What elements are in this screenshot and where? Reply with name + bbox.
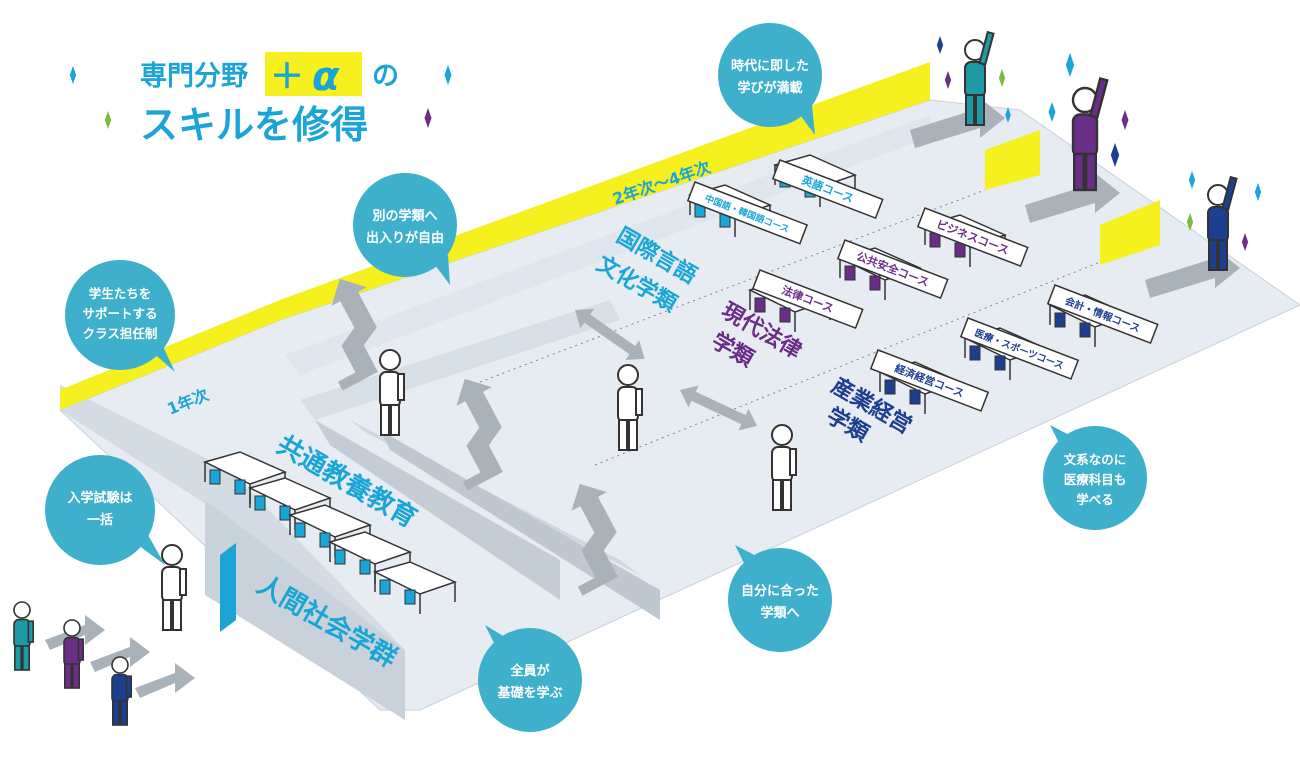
person-figure (1207, 175, 1238, 271)
headline-line1-suffix: の (372, 61, 399, 92)
double-arrow-1 (575, 308, 645, 360)
headline-line2: スキルを修得 (140, 103, 368, 147)
bubble-basics-line1: 全員が (509, 663, 549, 679)
sparkle-icon (1121, 110, 1129, 130)
bubble-medical-line1: 文系なのに (1064, 452, 1127, 467)
entry-arrow-3 (135, 663, 195, 698)
bubble-homeroom: 学生たちを サポートする クラス担任制 (65, 260, 175, 372)
speech-bubbles: 学生たちを サポートする クラス担任制 入学試験は 一括 全員が 基礎を学ぶ 別… (45, 23, 1147, 732)
bubble-entrance: 入学試験は 一括 (45, 455, 165, 565)
desk (287, 504, 373, 557)
bubble-medical: 文系なのに 医療科目も 学べる (1043, 425, 1147, 530)
step-riser-3 (380, 430, 660, 620)
sparkle-icon (998, 69, 1006, 87)
sparkle-icon (1188, 171, 1196, 189)
bubble-homeroom-line2: サポートする (82, 306, 157, 321)
sparkles (69, 36, 1262, 251)
sparkle-icon (424, 108, 432, 128)
yellow-wall-year1 (60, 300, 280, 410)
headline: 専門分野 ＋ α の スキルを修得 (140, 52, 399, 147)
step-riser-1 (315, 420, 560, 600)
bubble-basics-line2: 基礎を学ぶ (496, 685, 562, 701)
person-figure (1071, 77, 1109, 192)
door (220, 543, 236, 632)
step-arrow-3 (571, 483, 618, 596)
sparkle-icon (936, 36, 944, 54)
sparkle-icon (1241, 233, 1249, 251)
person-figure (617, 364, 643, 451)
yellow-block-1 (985, 130, 1040, 190)
desk (372, 561, 458, 614)
front-wall-face (205, 500, 405, 720)
divider-2 (594, 261, 1101, 466)
sparkle-icon (1186, 213, 1194, 231)
bubble-entrance-line1: 入学試験は (67, 490, 132, 506)
divider-1 (479, 189, 986, 383)
bubble-entrance-line2: 一括 (87, 512, 113, 528)
bubble-suitable: 自分に合った 学類へ (728, 545, 832, 652)
headline-highlight (265, 52, 362, 96)
double-arrow-2 (680, 385, 758, 431)
person-figure (161, 544, 187, 631)
sparkle-icon (1048, 102, 1056, 122)
headline-alpha: α (312, 54, 340, 100)
bubble-timely-line1: 時代に即した (731, 58, 809, 74)
sparkle-icon (1005, 107, 1011, 123)
bubble-medical-line3: 学べる (1076, 492, 1114, 507)
bubble-basics: 全員が 基礎を学ぶ (478, 625, 582, 732)
headline-line1-prefix: 専門分野 (140, 61, 248, 92)
headline-plus: ＋ (270, 57, 304, 97)
bubble-homeroom-line3: クラス担任制 (83, 326, 158, 341)
sparkle-icon (1110, 143, 1120, 167)
yellow-block-2 (1100, 200, 1160, 265)
bubble-free-move-line1: 別の学類へ (371, 208, 437, 224)
bubble-medical-line2: 医療科目も (1064, 472, 1127, 487)
sparkle-icon (69, 66, 77, 84)
bubble-free-move: 別の学類へ 出入りが自由 (353, 173, 457, 285)
bubble-suitable-line1: 自分に合った (741, 583, 819, 599)
person-figure (771, 424, 797, 511)
sparkle-icon (104, 111, 112, 129)
person-figure (964, 30, 995, 126)
entry-arrow-2 (90, 637, 150, 672)
sparkle-icon (1065, 53, 1075, 77)
bubble-timely-line2: 学びが満載 (737, 80, 802, 96)
bubble-timely: 時代に即した 学びが満載 (718, 23, 822, 135)
step-arrow-2 (456, 378, 503, 491)
bubble-free-move-line2: 出入りが自由 (366, 230, 444, 246)
front-wall (60, 385, 405, 720)
bubble-homeroom-line1: 学生たちを (89, 286, 152, 301)
step-arrow-1 (331, 278, 378, 391)
sparkle-icon (444, 65, 452, 85)
sparkle-icon (1254, 183, 1262, 201)
bubble-suitable-line2: 学類へ (760, 605, 799, 621)
person-figure (379, 349, 405, 436)
person-figure (111, 656, 133, 726)
people (13, 30, 1238, 726)
step-1 (285, 115, 935, 375)
sparkle-icon (944, 71, 952, 89)
person-figure (13, 601, 35, 671)
person-figure (63, 619, 85, 689)
